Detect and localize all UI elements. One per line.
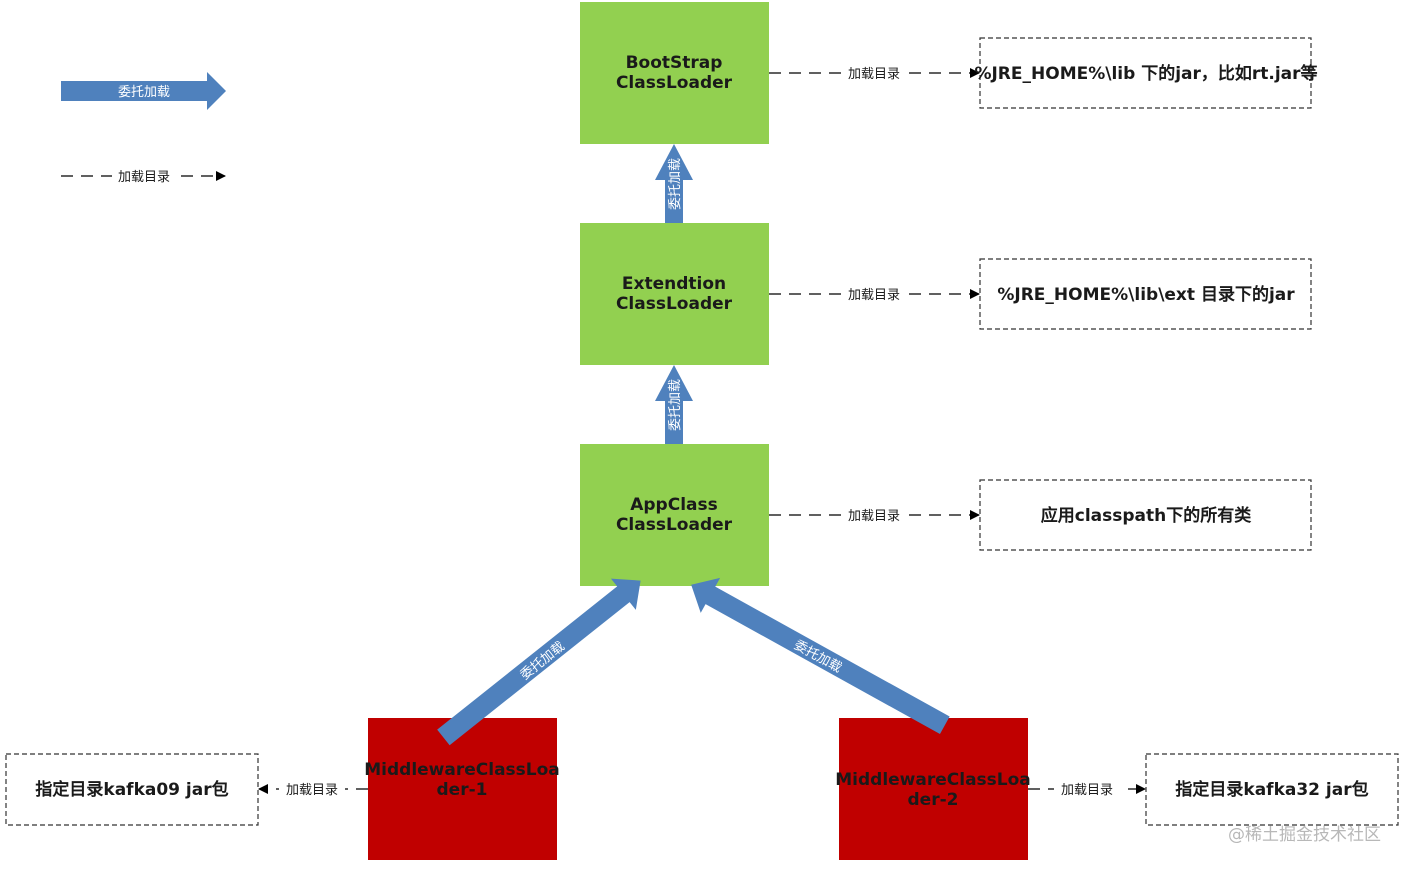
load-dir-label-extension: 加载目录	[848, 288, 900, 303]
dir-text-app: 应用classpath下的所有类	[1041, 505, 1252, 526]
bootstrap-classloader-node: BootStrap ClassLoader	[580, 2, 769, 144]
dir-box-mw2: 指定目录kafka32 jar包	[1145, 753, 1399, 826]
bootstrap-label-line2: ClassLoader	[616, 73, 733, 93]
app-label-line2: ClassLoader	[616, 515, 733, 535]
delegate-label-app-to-ext: 委托加载	[668, 379, 683, 431]
load-dir-connector-bootstrap: 加载目录	[769, 63, 980, 82]
middleware-classloader-2-node: MiddlewareClassLoa der-2	[835, 718, 1031, 860]
legend-load-dir-label: 加载目录	[118, 170, 170, 185]
dir-box-app: 应用classpath下的所有类	[979, 479, 1312, 551]
dir-text-mw2: 指定目录kafka32 jar包	[1175, 779, 1368, 800]
bootstrap-label-line1: BootStrap	[626, 53, 723, 73]
delegate-arrow-app-to-ext: 委托加载	[655, 365, 693, 444]
mw2-label-line2: der-2	[908, 790, 959, 810]
extension-label-line2: ClassLoader	[616, 294, 733, 314]
mw1-label-line1: MiddlewareClassLoa	[364, 760, 560, 780]
dir-box-bootstrap: %JRE_HOME%\lib 下的jar，比如rt.jar等	[974, 37, 1318, 109]
legend-delegate-arrow	[61, 72, 226, 110]
load-dir-connector-mw2: 加载目录	[1028, 779, 1146, 798]
delegate-arrow-mw2-to-app: 委托加载	[691, 577, 950, 735]
mw2-label-line1: MiddlewareClassLoa	[835, 770, 1031, 790]
mw1-label-line2: der-1	[437, 780, 488, 800]
load-dir-label-mw2: 加载目录	[1061, 783, 1113, 798]
watermark: @稀土掘金技术社区	[1228, 825, 1381, 845]
load-dir-label-mw1: 加载目录	[286, 783, 338, 798]
extension-label-line1: Extendtion	[622, 274, 726, 294]
dir-box-mw1: 指定目录kafka09 jar包	[5, 753, 259, 826]
load-dir-connector-app: 加载目录	[769, 505, 980, 524]
app-label-line1: AppClass	[630, 495, 718, 515]
load-dir-label-bootstrap: 加载目录	[848, 67, 900, 82]
load-dir-connector-extension: 加载目录	[769, 284, 980, 303]
app-classloader-node: AppClass ClassLoader	[580, 444, 769, 586]
legend: 委托加载 加载目录	[61, 72, 226, 185]
dir-box-extension: %JRE_HOME%\lib\ext 目录下的jar	[979, 258, 1312, 330]
dir-text-mw1: 指定目录kafka09 jar包	[35, 779, 228, 800]
dir-text-bootstrap: %JRE_HOME%\lib 下的jar，比如rt.jar等	[974, 63, 1317, 84]
legend-delegate-label: 委托加载	[118, 85, 170, 100]
delegate-label-ext-to-bootstrap: 委托加载	[668, 158, 683, 210]
middleware-classloader-1-node: MiddlewareClassLoa der-1	[364, 718, 560, 860]
delegate-arrow-ext-to-bootstrap: 委托加载	[655, 144, 693, 223]
load-dir-label-app: 加载目录	[848, 509, 900, 524]
dir-text-extension: %JRE_HOME%\lib\ext 目录下的jar	[997, 284, 1295, 305]
load-dir-connector-mw1: 加载目录	[258, 779, 368, 798]
extension-classloader-node: Extendtion ClassLoader	[580, 223, 769, 365]
